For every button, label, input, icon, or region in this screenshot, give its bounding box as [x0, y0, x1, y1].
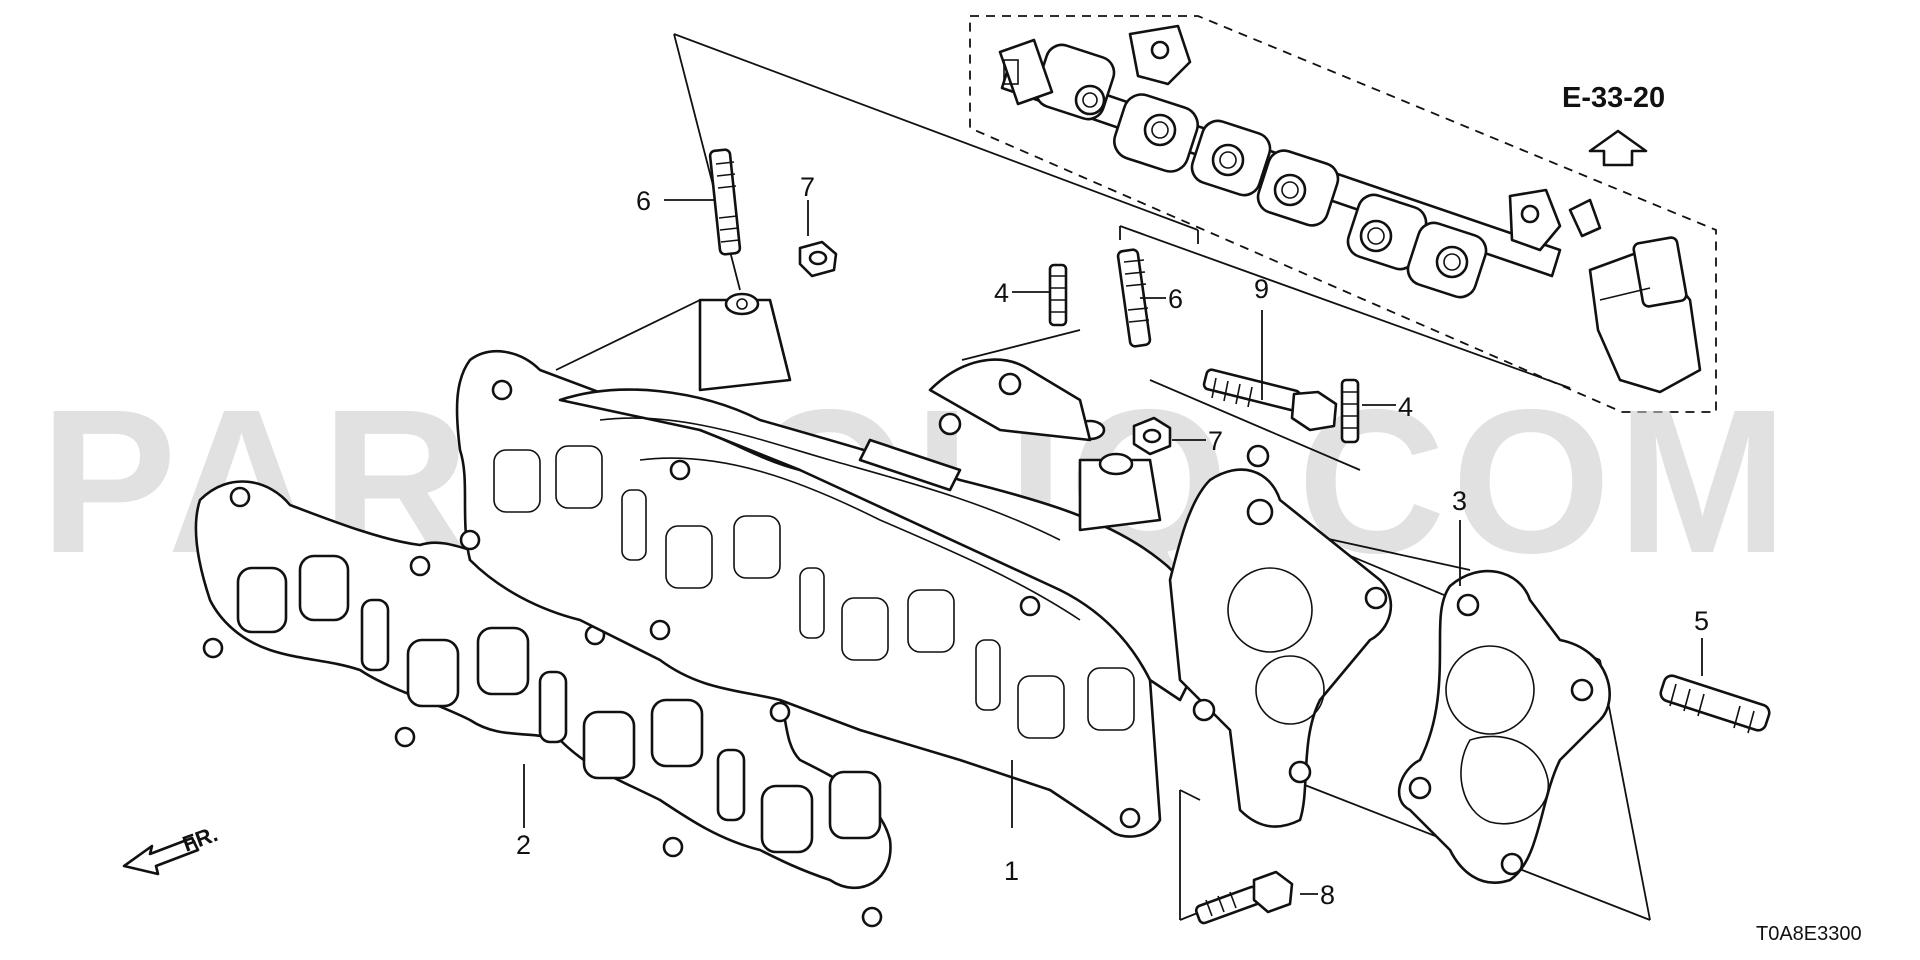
callout-leaders — [523, 199, 1703, 895]
stud-5[interactable] — [1659, 674, 1772, 734]
front-label: FR. — [179, 821, 221, 857]
stud-6-upper[interactable] — [708, 148, 742, 256]
callout-6-middle[interactable]: 6 — [1168, 284, 1183, 314]
bolt-9[interactable] — [1202, 368, 1338, 432]
front-arrow-icon — [122, 836, 200, 876]
callout-8[interactable]: 8 — [1320, 880, 1335, 910]
nut-7-upper[interactable] — [798, 240, 838, 278]
callout-7-upper[interactable]: 7 — [800, 172, 815, 202]
fuel-rail-assembly[interactable] — [969, 15, 1717, 413]
callout-7-lower[interactable]: 7 — [1208, 426, 1223, 456]
nut-7-lower[interactable] — [1132, 416, 1172, 456]
stud-4-right[interactable] — [1340, 378, 1360, 444]
callout-4-left[interactable]: 4 — [994, 278, 1009, 308]
injector-6 — [1406, 221, 1488, 299]
up-arrow-icon — [1588, 129, 1648, 167]
stud-6-middle[interactable] — [1116, 248, 1152, 348]
callout-5[interactable]: 5 — [1694, 606, 1709, 636]
injector-2 — [1113, 93, 1199, 173]
injector-3 — [1190, 119, 1272, 197]
injector-4 — [1256, 149, 1340, 227]
callout-2[interactable]: 2 — [516, 830, 531, 860]
bolt-8[interactable] — [1194, 870, 1294, 925]
callout-9[interactable]: 9 — [1254, 274, 1269, 304]
exhaust-side-gasket[interactable] — [1397, 569, 1611, 884]
front-arrow: FR. — [122, 821, 221, 876]
stud-4-left[interactable] — [1048, 263, 1068, 327]
callout-1[interactable]: 1 — [1004, 856, 1019, 886]
reference-label[interactable]: E-33-20 — [1562, 82, 1665, 114]
intake-manifold[interactable] — [455, 292, 1393, 838]
injector-5 — [1346, 193, 1428, 271]
callout-6-upper[interactable]: 6 — [636, 186, 651, 216]
callout-3[interactable]: 3 — [1452, 486, 1467, 516]
diagram-code: T0A8E3300 — [1756, 923, 1862, 945]
callout-4-right[interactable]: 4 — [1398, 392, 1413, 422]
